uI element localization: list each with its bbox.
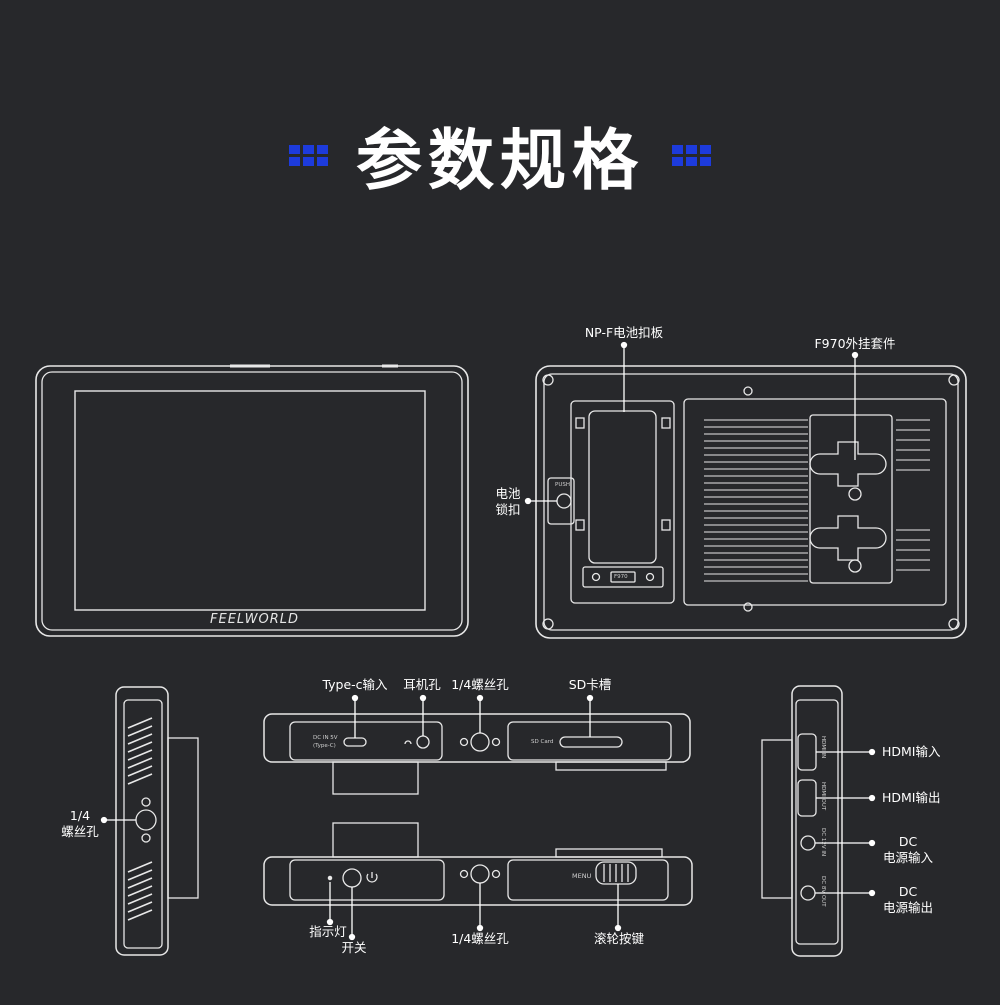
heatsink-fins-right bbox=[896, 419, 930, 571]
label-f970-kit: F970外挂套件 bbox=[814, 336, 896, 351]
heatsink-fins-left bbox=[704, 419, 808, 582]
indicator-led bbox=[327, 875, 333, 881]
label-side-screw: 1/4 螺丝孔 bbox=[61, 808, 99, 839]
label-sdcard: SD卡槽 bbox=[568, 677, 612, 692]
dc-out-print: DC 8V OUT bbox=[820, 876, 826, 907]
dcin-print: DC IN 5V bbox=[313, 735, 338, 741]
label-typec: Type-c输入 bbox=[322, 677, 388, 692]
typec-print: (Type-C) bbox=[313, 743, 336, 749]
front-view bbox=[35, 364, 469, 637]
label-battery-plate: NP-F电池扣板 bbox=[584, 325, 664, 340]
page-title: 参数规格 bbox=[356, 122, 644, 199]
vent-slots-left bbox=[127, 717, 153, 921]
label-power: 开关 bbox=[341, 940, 367, 955]
label-indicator: 指示灯 bbox=[309, 924, 347, 939]
label-headphone: 耳机孔 bbox=[403, 677, 441, 692]
title-bar: 参数规格 bbox=[0, 110, 1000, 200]
push-print: PUSH bbox=[555, 482, 570, 488]
headphone-icon bbox=[404, 740, 412, 745]
label-wheel: 滚轮按键 bbox=[593, 931, 645, 946]
top-edge-view bbox=[263, 713, 691, 795]
label-dc-out: DC 电源输出 bbox=[882, 884, 934, 915]
right-side-view bbox=[761, 685, 843, 957]
dc-in-print: DC 12V IN bbox=[820, 828, 826, 857]
sd-print: SD Card bbox=[531, 739, 554, 745]
bottom-edge-view bbox=[263, 822, 693, 906]
label-hdmi-in: HDMI输入 bbox=[882, 744, 941, 759]
back-view bbox=[535, 365, 967, 639]
brand-logo: FEELWORLD bbox=[210, 612, 299, 627]
left-decor-dots bbox=[289, 144, 328, 166]
power-icon bbox=[366, 872, 378, 883]
label-bottom-screw: 1/4螺丝孔 bbox=[451, 931, 509, 946]
label-hdmi-out: HDMI输出 bbox=[882, 790, 941, 805]
menu-print: MENU bbox=[572, 872, 592, 880]
label-dc-in: DC 电源输入 bbox=[882, 834, 934, 865]
callout-lines bbox=[100, 341, 876, 941]
right-decor-dots bbox=[672, 144, 711, 166]
left-side-view bbox=[115, 686, 199, 956]
f970-badge: F970 bbox=[614, 574, 628, 580]
label-battery-lock: 电池 锁扣 bbox=[495, 486, 521, 517]
label-top-screw: 1/4螺丝孔 bbox=[451, 677, 509, 692]
hdmi-in-print: HDMI IN bbox=[820, 736, 826, 759]
hdmi-out-print: HDMI OUT bbox=[820, 782, 826, 811]
